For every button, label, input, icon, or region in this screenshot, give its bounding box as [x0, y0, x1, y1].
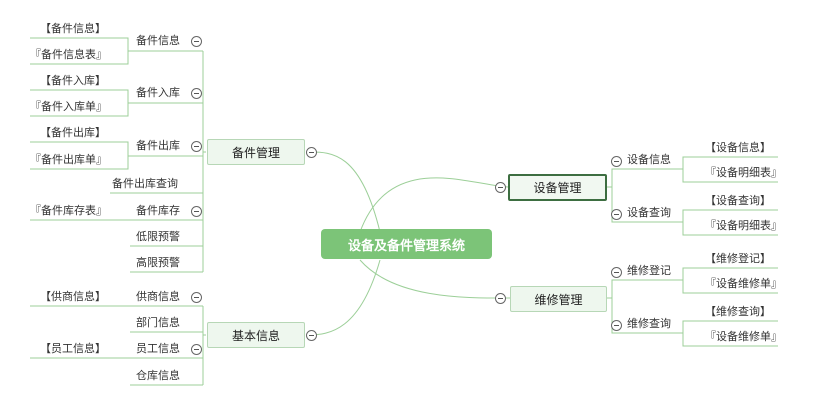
staff-info-tag[interactable]: 【员工信息】	[40, 342, 106, 355]
spare-out-doc[interactable]: 『备件出库单』	[30, 153, 107, 166]
warehouse-info-node[interactable]: 仓库信息	[136, 369, 180, 382]
collapse-icon[interactable]	[611, 267, 622, 278]
repair-management-node[interactable]: 维修管理	[510, 286, 607, 312]
spare-info-tag[interactable]: 【备件信息】	[40, 22, 106, 35]
repair-register-tag[interactable]: 【维修登记】	[705, 252, 771, 265]
spare-info-doc[interactable]: 『备件信息表』	[30, 48, 107, 61]
base-info-node[interactable]: 基本信息	[207, 322, 305, 348]
repair-register-doc[interactable]: 『设备维修单』	[705, 277, 782, 290]
root-node[interactable]: 设备及备件管理系统	[321, 229, 492, 259]
collapse-icon[interactable]	[611, 320, 622, 331]
spare-in-tag[interactable]: 【备件入库】	[40, 74, 106, 87]
collapse-icon[interactable]	[191, 141, 202, 152]
spare-stock-doc[interactable]: 『备件库存表』	[30, 204, 107, 217]
staff-info-node[interactable]: 员工信息	[136, 342, 180, 355]
device-info-node[interactable]: 设备信息	[627, 153, 671, 166]
device-query-doc[interactable]: 『设备明细表』	[705, 219, 782, 232]
collapse-icon[interactable]	[306, 147, 317, 158]
device-management-node[interactable]: 设备管理	[508, 174, 607, 201]
supplier-info-node[interactable]: 供商信息	[136, 290, 180, 303]
repair-query-tag[interactable]: 【维修查询】	[705, 305, 771, 318]
collapse-icon[interactable]	[495, 293, 506, 304]
repair-query-doc[interactable]: 『设备维修单』	[705, 330, 782, 343]
high-limit-warning-node[interactable]: 高限预警	[136, 256, 180, 269]
device-info-tag[interactable]: 【设备信息】	[705, 141, 771, 154]
collapse-icon[interactable]	[191, 88, 202, 99]
spare-in-doc[interactable]: 『备件入库单』	[30, 100, 107, 113]
spare-out-query-node[interactable]: 备件出库查询	[112, 177, 178, 190]
supplier-info-tag[interactable]: 【供商信息】	[40, 290, 106, 303]
collapse-icon[interactable]	[191, 206, 202, 217]
device-query-node[interactable]: 设备查询	[627, 206, 671, 219]
spare-stock-node[interactable]: 备件库存	[136, 204, 180, 217]
collapse-icon[interactable]	[191, 344, 202, 355]
collapse-icon[interactable]	[611, 156, 622, 167]
collapse-icon[interactable]	[611, 209, 622, 220]
spare-management-node[interactable]: 备件管理	[207, 139, 305, 165]
low-limit-warning-node[interactable]: 低限预警	[136, 230, 180, 243]
repair-query-node[interactable]: 维修查询	[627, 317, 671, 330]
device-query-tag[interactable]: 【设备查询】	[705, 194, 771, 207]
collapse-icon[interactable]	[191, 292, 202, 303]
collapse-icon[interactable]	[495, 182, 506, 193]
repair-register-node[interactable]: 维修登记	[627, 264, 671, 277]
collapse-icon[interactable]	[306, 330, 317, 341]
spare-out-tag[interactable]: 【备件出库】	[40, 126, 106, 139]
spare-info-node[interactable]: 备件信息	[136, 34, 180, 47]
dept-info-node[interactable]: 部门信息	[136, 316, 180, 329]
spare-in-node[interactable]: 备件入库	[136, 86, 180, 99]
device-info-doc[interactable]: 『设备明细表』	[705, 166, 782, 179]
collapse-icon[interactable]	[191, 36, 202, 47]
spare-out-node[interactable]: 备件出库	[136, 139, 180, 152]
